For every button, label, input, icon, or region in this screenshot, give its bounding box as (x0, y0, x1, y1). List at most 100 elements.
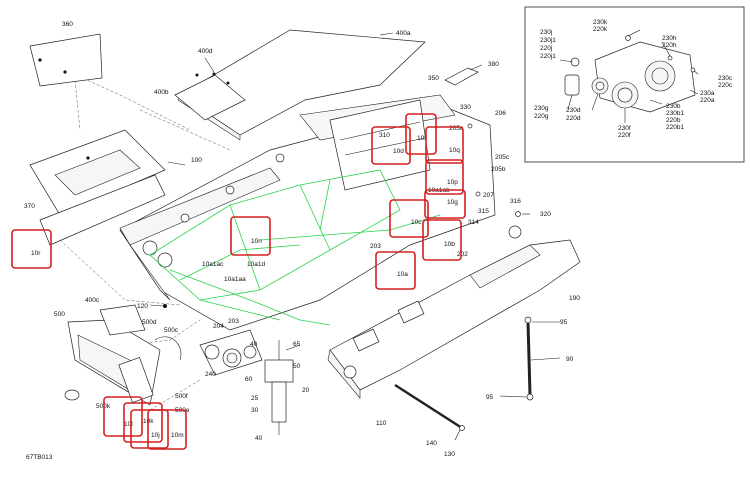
callout-label: 10b (444, 241, 455, 248)
highlight-10b[interactable] (422, 219, 462, 261)
callout-label: 370 (24, 203, 35, 210)
callout-label: 95 (560, 319, 568, 326)
highlight-10r[interactable] (11, 229, 52, 269)
inset-callout: 220g (534, 113, 549, 120)
inset-callout: 230c (718, 75, 733, 82)
highlight-10c[interactable] (389, 199, 429, 238)
callout-label: 10a1d (247, 261, 265, 268)
callout-label: 25 (251, 395, 259, 402)
inset-callout: 230j1 (540, 37, 556, 44)
highlight-10g[interactable] (424, 189, 466, 219)
callout-label: 10g (447, 199, 458, 206)
callout-label: 10a (397, 271, 408, 278)
strut-90 (526, 321, 532, 396)
callout-label: 400c (85, 297, 100, 304)
highlight-310[interactable] (371, 126, 411, 165)
callout-label: 10p (447, 179, 458, 186)
inset-callout: 220c (718, 82, 733, 89)
callout-label: 205a (449, 125, 464, 132)
callout-label: 500d (142, 319, 157, 326)
inset-callout: 230j (540, 29, 552, 36)
panel-400c (99, 304, 146, 336)
callout-label: 10a1aa (224, 276, 246, 283)
inset-callout: 230h (662, 35, 677, 42)
panel-400b (174, 74, 246, 121)
callout-label: 360 (62, 21, 73, 28)
highlight-10f[interactable] (405, 113, 437, 155)
callout-label: 10m (171, 432, 184, 439)
callout-label: 202 (457, 251, 468, 258)
rear-bulkhead (329, 99, 431, 191)
callout-label: 207 (483, 192, 494, 199)
callout-label: 65 (293, 341, 301, 348)
callout-label: 130 (444, 451, 455, 458)
callout-label: 10l (124, 421, 133, 428)
callout-label: 203 (228, 318, 239, 325)
figure-code: 67TB013 (26, 454, 53, 461)
callout-label: 330 (460, 104, 471, 111)
callout-label: 10c (411, 219, 422, 226)
callout-label: 500f (175, 393, 188, 400)
inset-callout: 230b (666, 103, 681, 110)
callout-label: 40 (255, 435, 263, 442)
highlight-10p[interactable] (425, 159, 464, 195)
callout-label: 500 (54, 311, 65, 318)
highlight-10a[interactable] (375, 251, 416, 290)
inset-callout: 230a (700, 90, 715, 97)
callout-label: 204 (213, 323, 224, 330)
callout-label: 380 (488, 61, 499, 68)
inset-callout: 220h (662, 42, 677, 49)
callout-label: 90 (566, 356, 574, 363)
inset-callout: 230k (593, 19, 608, 26)
callout-label: 500c (164, 327, 179, 334)
mount-block-60 (264, 359, 294, 383)
callout-label: 140 (426, 440, 437, 447)
inset-callout: 220j1 (540, 53, 556, 60)
bulb-cap (564, 74, 580, 96)
inset-callout: 220d (566, 115, 581, 122)
inset-callout: 230b1 (666, 110, 684, 117)
callout-label: 95 (486, 394, 494, 401)
inset-callout: 220b (666, 117, 681, 124)
callout-label: 205b (491, 166, 506, 173)
callout-label: 10q (449, 147, 460, 154)
callout-label: 110 (376, 420, 387, 427)
callout-label: 30 (251, 407, 259, 414)
rod-110 (394, 383, 463, 430)
callout-label: 10a1ac (202, 261, 224, 268)
callout-label: 100 (191, 157, 202, 164)
callout-label: 206 (495, 110, 506, 117)
callout-label: 320 (540, 211, 551, 218)
callout-label: 120 (137, 303, 148, 310)
callout-label: 10d (393, 148, 404, 155)
highlight-boxes (11, 113, 466, 450)
highlight-10m[interactable] (147, 409, 187, 450)
highlight-10n[interactable] (230, 216, 271, 256)
inset-callout: 230d (566, 107, 581, 114)
highlight-10q[interactable] (425, 126, 464, 164)
callout-label: 400d (198, 48, 213, 55)
highlight-10k[interactable] (123, 402, 163, 443)
highlight-10l[interactable] (103, 396, 143, 437)
callout-label: 50 (293, 363, 301, 370)
inset-callout: 220f (618, 132, 631, 139)
callout-label: 10f (417, 135, 426, 142)
callout-label: 190 (569, 295, 580, 302)
callout-label: 205c (495, 154, 510, 161)
mount-post-20 (271, 381, 287, 423)
inset-callout: 220j (540, 45, 552, 52)
bracket-380 (444, 67, 479, 86)
callout-label: 400a (396, 30, 411, 37)
inset-callout: 220a (700, 97, 715, 104)
inset-panel: 230j 230j1 220j 220j1 230k 220k 230h 220… (524, 6, 745, 163)
knob-500e (64, 389, 80, 401)
callout-label: 350 (428, 75, 439, 82)
callout-label: 10j (151, 432, 160, 439)
callout-label: 400b (154, 89, 169, 96)
callout-label: 20 (302, 387, 310, 394)
inset-callout: 220k (593, 26, 608, 33)
callout-label: 310 (379, 132, 390, 139)
tray-370 (39, 174, 166, 246)
callout-label: 240 (205, 371, 216, 378)
callout-label: 40 (250, 341, 258, 348)
